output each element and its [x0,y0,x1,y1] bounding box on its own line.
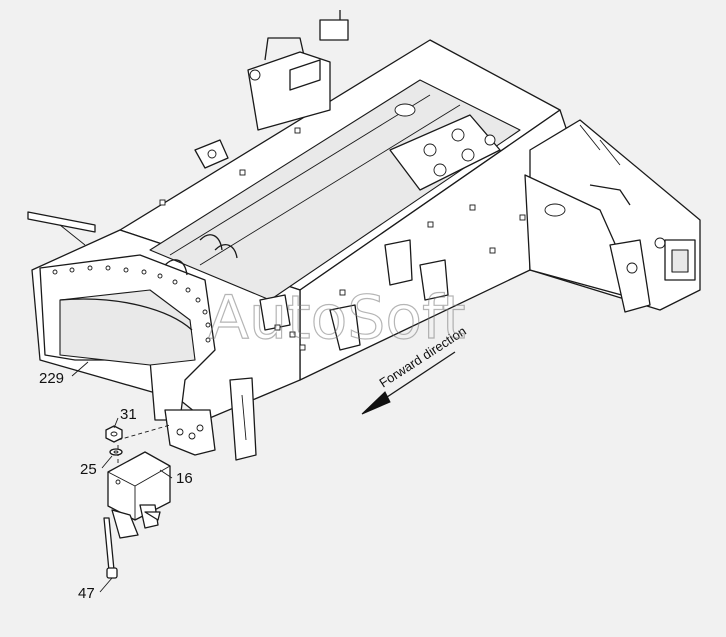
exploded-parts [103,424,171,579]
watermark: AutoSoft [208,283,466,353]
callout-229: 229 [39,370,64,387]
callout-31: 31 [120,406,137,423]
arrow-down-left-icon [361,391,391,415]
lower-mount-bracket [164,377,257,461]
sensor-block-16 [107,451,171,539]
nut-31 [105,425,123,443]
callout-47: 47 [78,585,95,602]
bolt-47 [103,517,118,579]
leader-lines [71,361,173,593]
bolt-squares [159,127,526,351]
callout-25: 25 [80,461,97,478]
front-end-plate [39,254,216,421]
side-hooks [164,234,449,351]
rear-bracket [524,119,701,313]
washer-25 [109,448,123,456]
callout-16: 16 [176,470,193,487]
